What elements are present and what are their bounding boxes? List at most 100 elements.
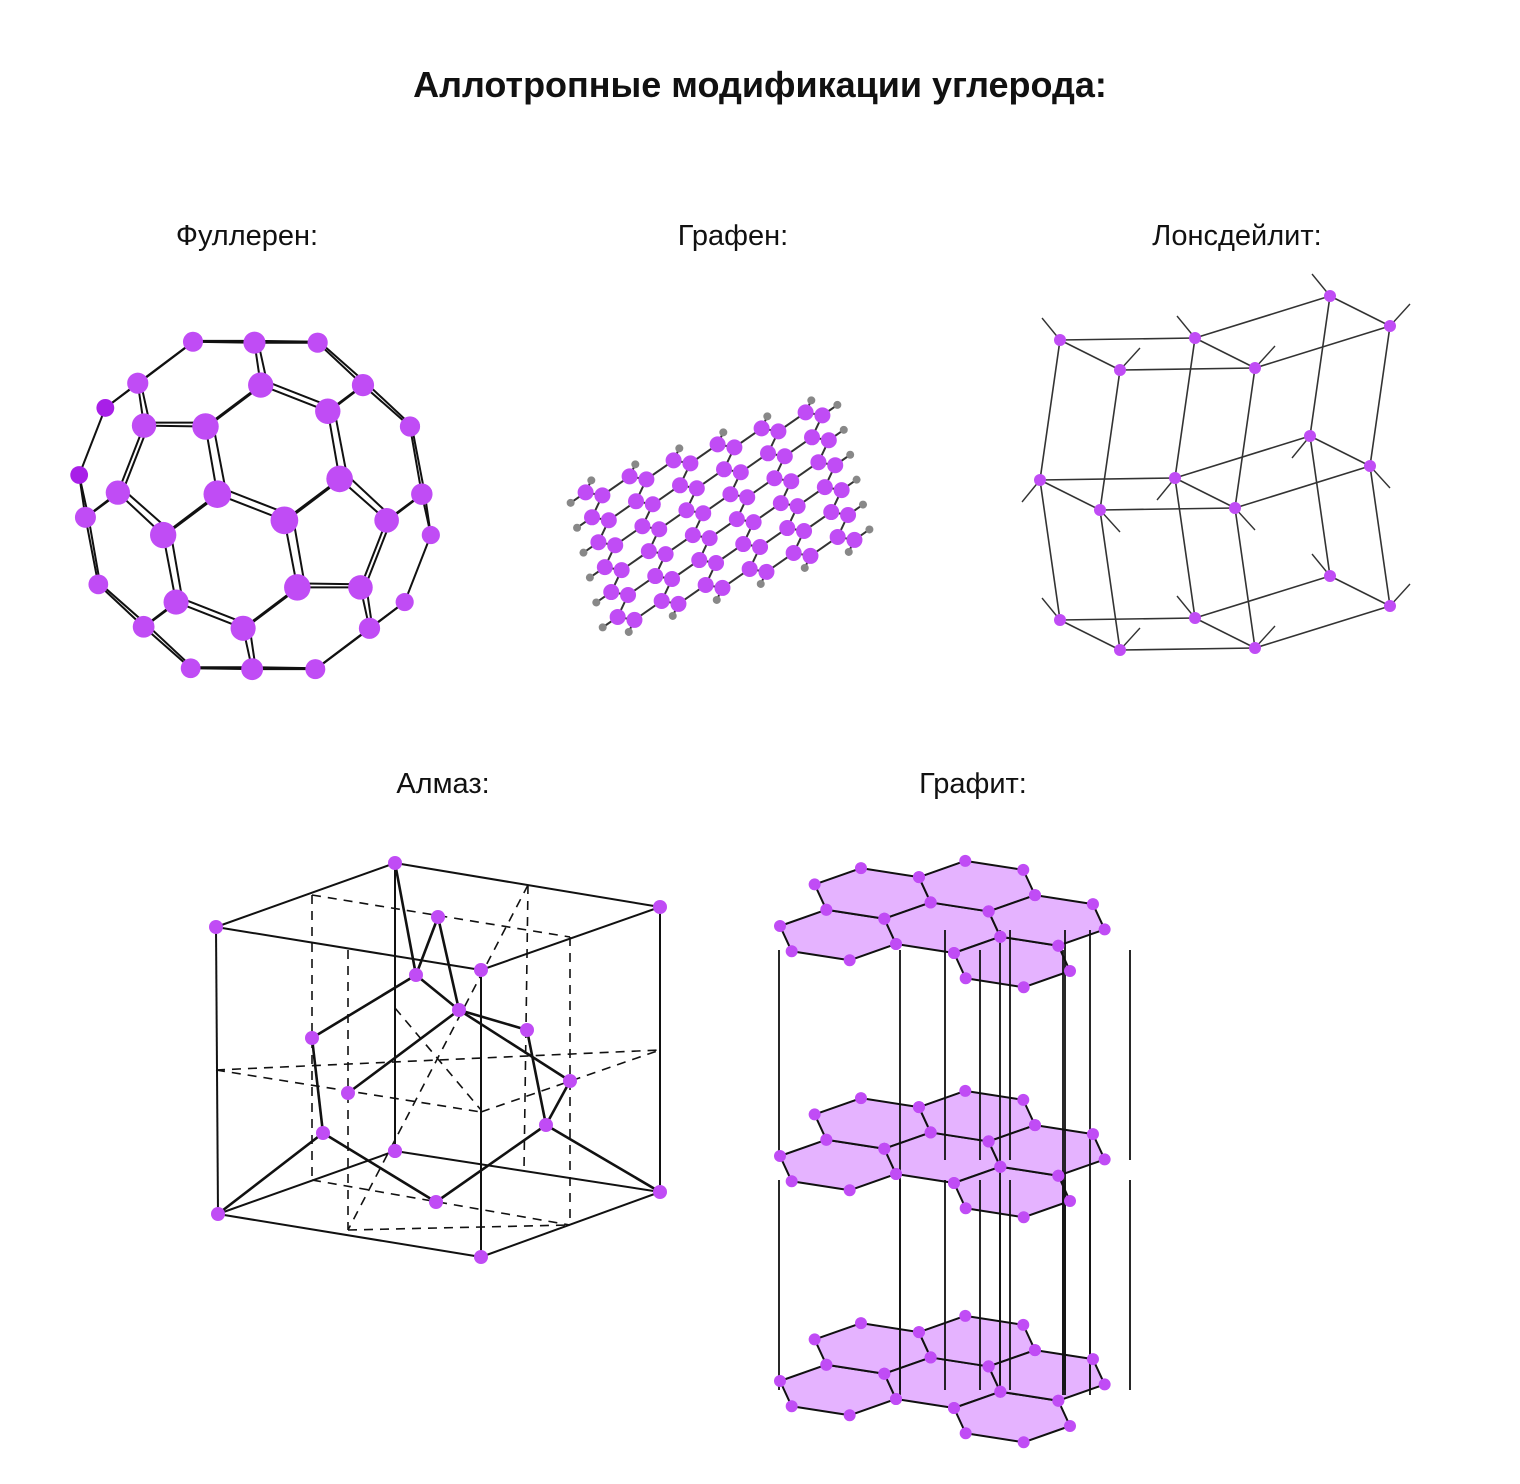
carbon-atom xyxy=(827,457,844,474)
bond-line xyxy=(1234,367,1256,509)
carbon-atom xyxy=(854,862,867,875)
bond-line xyxy=(1194,617,1256,649)
carbon-atom xyxy=(284,574,311,601)
carbon-atom xyxy=(878,912,891,925)
carbon-atom xyxy=(1028,1344,1041,1357)
carbon-atom xyxy=(374,508,399,533)
carbon-atom xyxy=(878,1367,891,1380)
carbon-atom xyxy=(395,593,414,612)
carbon-atom xyxy=(653,1185,667,1199)
carbon-atom xyxy=(802,547,819,564)
carbon-atom xyxy=(924,896,937,909)
bond-line xyxy=(217,1131,324,1216)
bond-line xyxy=(1309,435,1371,467)
carbon-atom xyxy=(411,483,433,505)
carbon-atom xyxy=(1017,1318,1030,1331)
carbon-atom xyxy=(664,571,681,588)
bond-line xyxy=(393,862,418,976)
carbon-atom xyxy=(763,412,772,421)
carbon-atom xyxy=(808,1108,821,1121)
carbon-atom xyxy=(651,521,668,538)
label-diamond: Алмаз: xyxy=(396,768,490,800)
carbon-atom xyxy=(577,484,594,501)
carbon-atom xyxy=(695,505,712,522)
bond-line xyxy=(1174,477,1196,619)
bond-line xyxy=(403,534,432,603)
carbon-atom xyxy=(719,428,728,437)
carbon-atom xyxy=(598,623,607,632)
carbon-atom xyxy=(603,584,620,601)
carbon-atom xyxy=(840,507,857,524)
carbon-atom xyxy=(994,1385,1007,1398)
carbon-atom xyxy=(1249,642,1261,654)
bond-line xyxy=(1254,605,1391,649)
carbon-atom xyxy=(131,413,157,438)
carbon-atom xyxy=(634,518,651,535)
carbon-atom xyxy=(429,1195,443,1209)
bond-line xyxy=(408,426,423,495)
bond-line xyxy=(1039,479,1061,621)
carbon-atom xyxy=(248,372,274,398)
bond-line xyxy=(1309,435,1331,577)
carbon-atom xyxy=(607,537,624,554)
carbon-atom xyxy=(774,1150,786,1162)
bond-line xyxy=(410,425,426,493)
carbon-atom xyxy=(305,1031,319,1045)
carbon-atom xyxy=(675,444,684,453)
carbon-atom xyxy=(1017,1093,1030,1106)
carbon-atom xyxy=(728,511,745,528)
carbon-atom xyxy=(241,658,264,681)
carbon-atom xyxy=(1086,1128,1099,1141)
carbon-atom xyxy=(810,454,827,471)
carbon-atom xyxy=(563,1074,577,1088)
carbon-atom xyxy=(852,475,861,484)
carbon-atom xyxy=(1098,923,1111,936)
carbon-atom xyxy=(474,963,488,977)
bond-line xyxy=(1194,295,1331,339)
carbon-atom xyxy=(150,521,177,549)
carbon-atom xyxy=(1086,1353,1099,1366)
carbon-atom xyxy=(1098,1378,1111,1391)
carbon-atom xyxy=(833,400,842,409)
carbon-atom xyxy=(638,471,655,488)
carbon-atom xyxy=(820,1358,833,1371)
carbon-atom xyxy=(890,1168,902,1180)
bond-line xyxy=(78,407,107,476)
carbon-atom xyxy=(182,331,203,352)
carbon-atom xyxy=(127,372,149,394)
bond-line xyxy=(414,916,440,976)
label-graphite: Графит: xyxy=(919,768,1027,800)
carbon-atom xyxy=(573,523,582,532)
carbon-atom xyxy=(653,592,670,609)
carbon-atom xyxy=(230,615,256,641)
carbon-atom xyxy=(829,528,846,545)
carbon-atom xyxy=(745,514,762,531)
carbon-atom xyxy=(209,920,223,934)
carbon-atom xyxy=(890,1393,902,1405)
carbon-atom xyxy=(653,900,667,914)
carbon-atom xyxy=(566,498,575,507)
carbon-atom xyxy=(948,1177,960,1189)
carbon-atom xyxy=(341,1086,355,1100)
carbon-atom xyxy=(785,544,802,561)
carbon-atom xyxy=(785,1175,798,1188)
carbon-atom xyxy=(388,856,402,870)
carbon-atom xyxy=(600,512,617,529)
carbon-atom xyxy=(785,1400,798,1413)
carbon-atom xyxy=(1324,570,1336,582)
carbon-atom xyxy=(735,536,752,553)
bond-line xyxy=(215,926,482,971)
carbon-atom xyxy=(752,539,769,556)
carbon-atom xyxy=(774,920,786,932)
carbon-atom xyxy=(1304,430,1316,442)
carbon-atom xyxy=(1028,1119,1041,1132)
bond-line xyxy=(458,1008,528,1032)
carbon-atom xyxy=(520,1023,534,1037)
carbon-atom xyxy=(452,1003,466,1017)
bond-line xyxy=(347,1008,460,1095)
carbon-atom xyxy=(820,1133,833,1146)
bond-line xyxy=(322,1131,437,1204)
bond-line xyxy=(1099,507,1236,511)
carbon-atom xyxy=(307,332,328,353)
carbon-atom xyxy=(409,968,423,982)
